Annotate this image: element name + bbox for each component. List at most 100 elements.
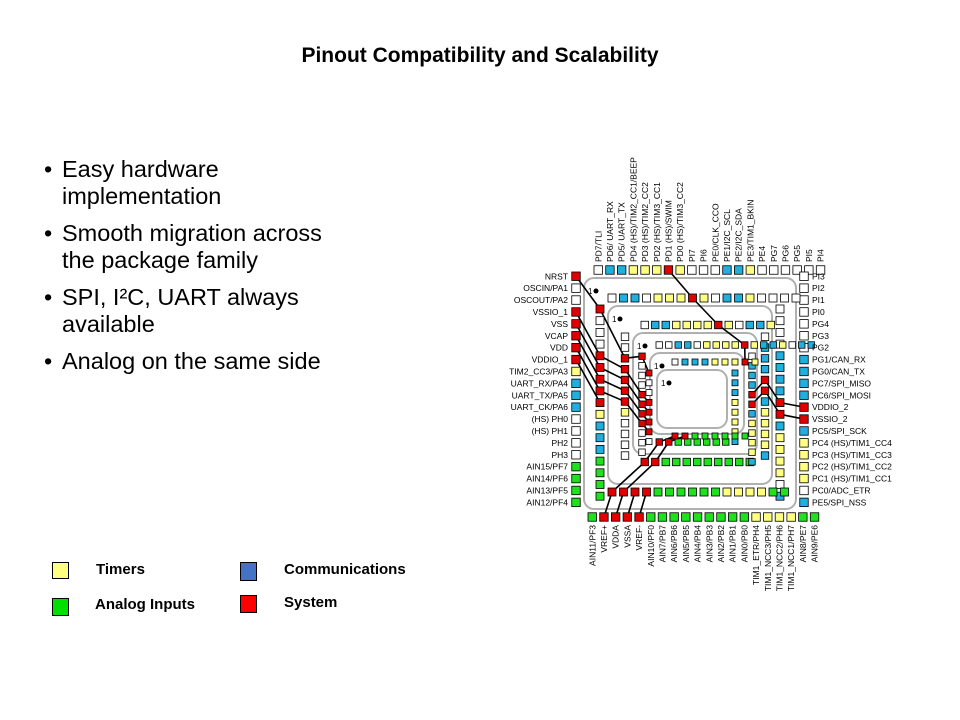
pin-timer: [682, 320, 691, 330]
pin-label-left: VCAP: [545, 331, 568, 341]
pin-comm: [691, 358, 699, 366]
pin-analog: [657, 512, 668, 522]
pin-none: [620, 418, 630, 428]
pin-label-right: PG2: [812, 343, 829, 353]
pin-analog: [739, 512, 749, 522]
pin-label-right: PC4 (HS)/TIM1_CC4: [812, 438, 892, 448]
pin-timer: [775, 444, 785, 454]
pin-none: [638, 371, 646, 380]
legend-label-timers: Timers: [96, 561, 145, 578]
pin-none: [757, 293, 766, 303]
pin-system: [620, 375, 630, 385]
pin-label-right: PC1 (HS)/TIM1_CC1: [812, 474, 892, 484]
pin-timer: [799, 461, 809, 472]
pin-timer: [672, 320, 681, 330]
pin-label-right: PG3: [812, 331, 829, 341]
legend-swatch-timers: [52, 562, 69, 579]
pin-label-right: PE5/SPI_NSS: [812, 497, 867, 507]
pin-system: [638, 352, 646, 360]
bullet-item: •Analog on the same side: [44, 348, 384, 375]
pin-system: [748, 390, 756, 399]
pin-analog: [684, 438, 692, 446]
pin-label-bottom: VSSA: [622, 525, 632, 548]
pin-label-left: AIN13/PF5: [526, 485, 568, 495]
package-80-pin-outline: [583, 277, 797, 510]
pin-analog: [669, 512, 679, 522]
pin-comm: [745, 320, 754, 330]
bullet-text: SPI, I²C, UART always: [62, 284, 299, 310]
pin-system: [799, 414, 809, 424]
pin-timer: [722, 487, 732, 497]
pin-label-left: PH2: [551, 438, 568, 448]
pin-system: [799, 402, 809, 412]
pin-timer: [722, 341, 730, 349]
pin-analog: [571, 473, 581, 484]
pin-timer: [750, 341, 758, 349]
pin-label-bottom: TIM1_NCC3/PH5: [763, 525, 773, 591]
pin-analog: [699, 487, 709, 497]
pin-timer: [734, 487, 743, 497]
pin-label-right: PC6/SPI_MOSI: [812, 390, 871, 400]
pin-system: [571, 354, 581, 365]
pin-analog: [691, 432, 699, 440]
pin-system: [645, 369, 653, 377]
pin-label-right: PC3 (HS)/TIM1_CC3: [812, 450, 892, 460]
pin-comm: [775, 421, 785, 431]
pin-analog: [688, 487, 697, 497]
pin-analog: [692, 512, 703, 522]
pin-timer: [675, 265, 685, 275]
pin-analog: [661, 457, 670, 467]
wire: [691, 297, 719, 326]
pin-analog: [809, 512, 820, 522]
pin-label-left: OSCIN/PA1: [523, 283, 568, 293]
pin-label-bottom: AIN6/PB6: [669, 525, 679, 563]
pin-comm: [571, 378, 581, 389]
pin-label-top: PD7/TLI: [593, 231, 603, 262]
pin-none: [620, 440, 630, 449]
pin-label-top: PD0 (HS)/TIM3_CC2: [675, 182, 685, 262]
pin-timer: [760, 429, 770, 439]
pin-comm: [701, 358, 709, 366]
pin-analog: [595, 491, 605, 501]
legend-label-communications: Communications: [284, 561, 406, 578]
pin-squares: [571, 265, 826, 522]
pin-none: [711, 293, 720, 303]
bullet-text: Analog on the same side: [62, 348, 321, 374]
pin-none: [595, 316, 605, 326]
package-48-pin-outline: [632, 332, 758, 455]
pin-analog: [780, 487, 789, 497]
pin-label-right: PC7/SPI_MISO: [812, 378, 871, 388]
pin-none: [571, 283, 581, 293]
pin-comm: [748, 458, 756, 466]
pin-analog: [714, 457, 723, 467]
pin-timer: [760, 440, 770, 449]
pin-timer: [748, 419, 756, 428]
pin-label-right: PI1: [812, 295, 825, 305]
pin-none: [804, 265, 814, 275]
pin-system: [638, 419, 646, 428]
pin-timer: [693, 320, 702, 330]
pin-system: [645, 398, 653, 406]
bullet-dot: •: [44, 220, 53, 246]
pin-none: [768, 293, 778, 303]
pin-timer: [731, 398, 739, 406]
bullet-text-cont: available: [62, 311, 155, 337]
pin-analog: [595, 480, 605, 489]
pin-none: [799, 331, 809, 341]
pin-system: [748, 400, 756, 408]
pin-label-top: PD6/ UART_RX: [605, 201, 615, 262]
pin-comm: [799, 426, 809, 436]
pin-analog: [674, 438, 682, 446]
pin-none: [815, 265, 826, 275]
pin-none: [799, 319, 809, 329]
pin-comm: [775, 351, 785, 361]
pin1-dot: [666, 380, 672, 386]
pin-comm: [630, 293, 640, 303]
pin-none: [620, 451, 630, 460]
wire: [624, 368, 643, 396]
pin-none: [748, 352, 756, 360]
pin-system: [663, 265, 674, 275]
pin-none: [780, 293, 789, 303]
pin-timer: [763, 512, 773, 522]
